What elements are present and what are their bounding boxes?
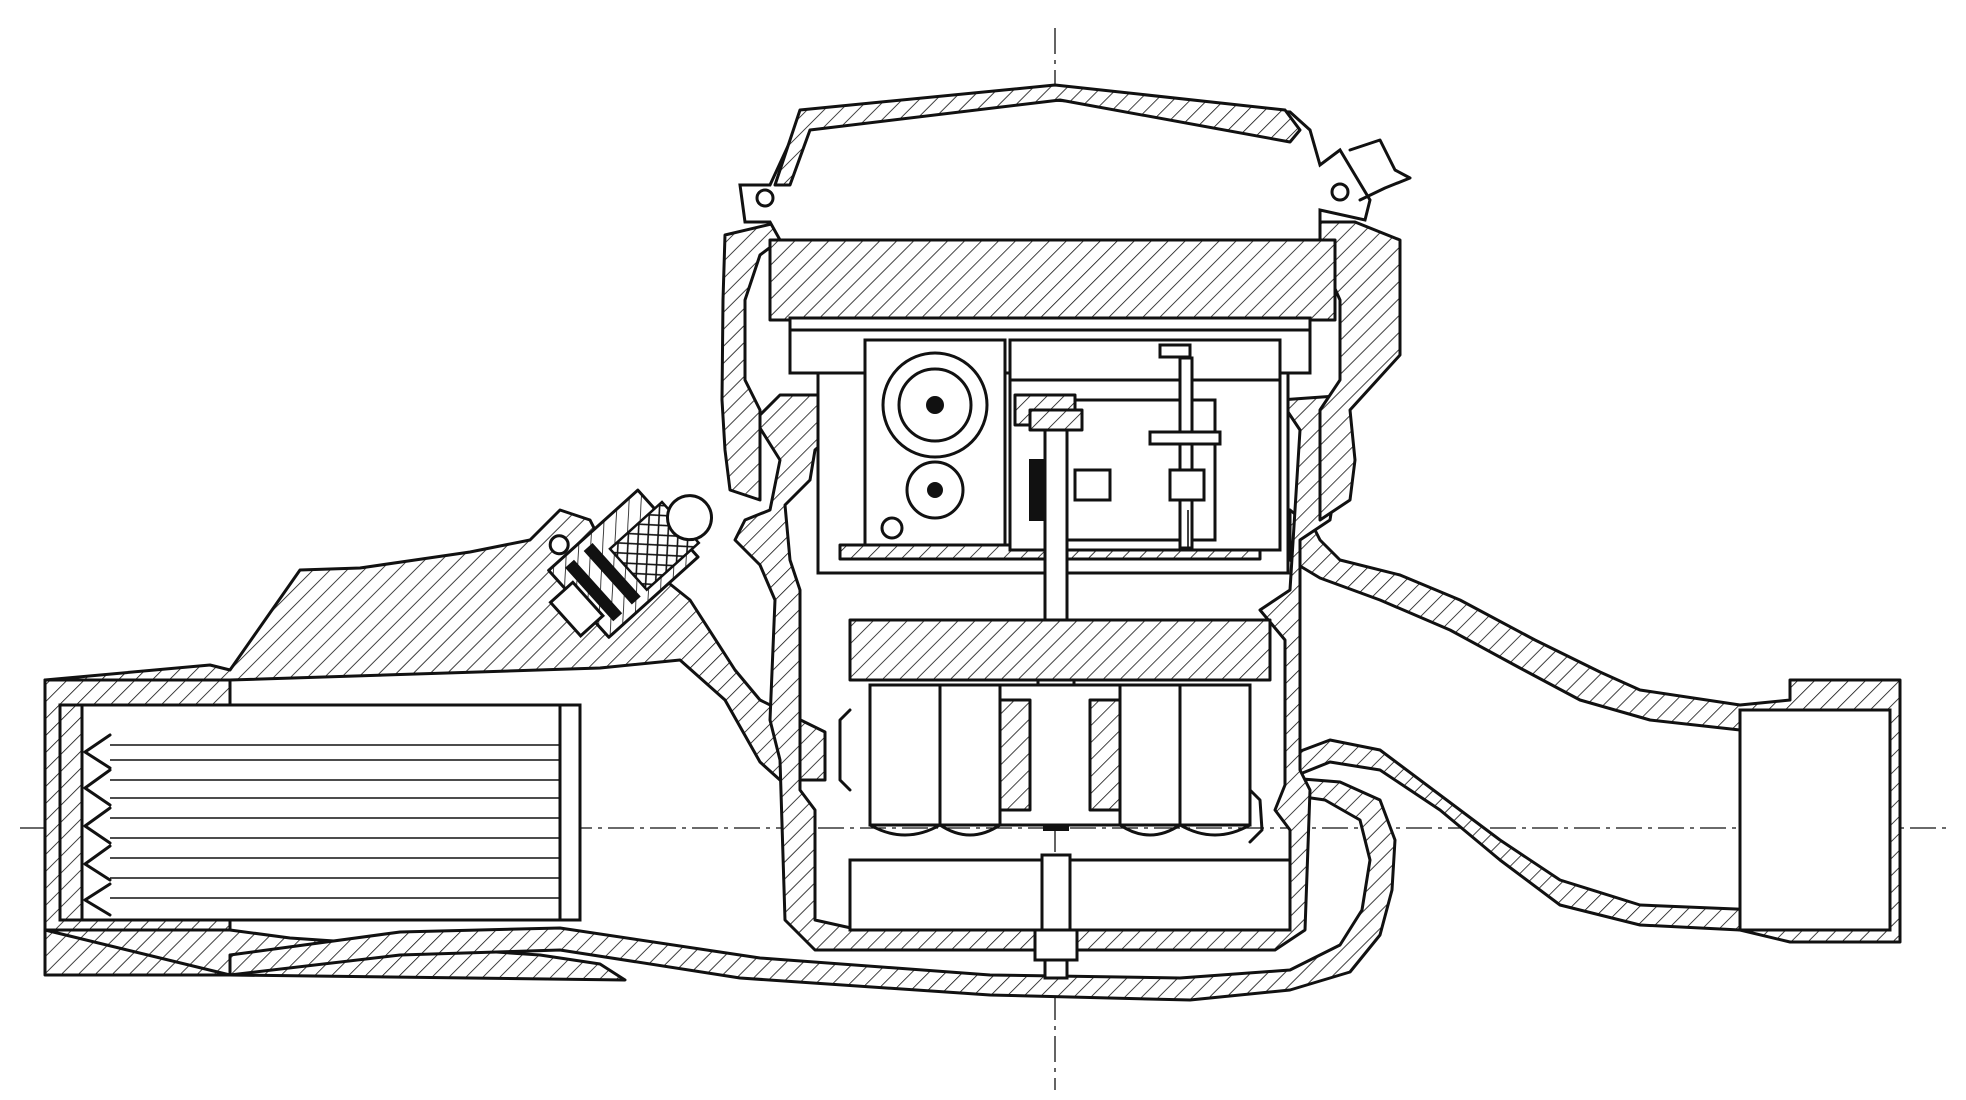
meter-body-shell (43, 83, 1902, 1002)
inlet-strainer (58, 703, 582, 922)
adjuster-valve (547, 488, 713, 639)
vane-impeller (838, 618, 1272, 844)
